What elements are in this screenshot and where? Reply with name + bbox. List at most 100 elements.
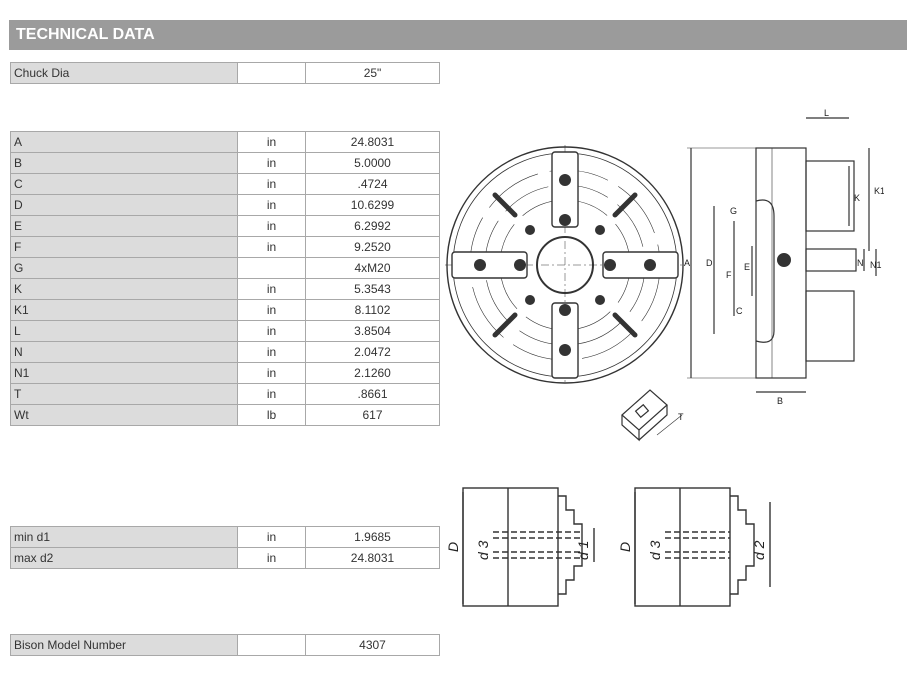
row-value: 2.1260 bbox=[305, 362, 440, 384]
dim-label-L: L bbox=[824, 108, 829, 118]
row-value: 4307 bbox=[305, 634, 440, 656]
row-value: 3.8504 bbox=[305, 320, 440, 342]
table-row: Bison Model Number 4307 bbox=[10, 634, 440, 656]
row-unit bbox=[237, 62, 306, 84]
row-unit: in bbox=[237, 131, 306, 153]
row-label: Wt bbox=[10, 404, 238, 426]
dim-label-F: F bbox=[726, 270, 732, 280]
row-value: 10.6299 bbox=[305, 194, 440, 216]
row-label: min d1 bbox=[10, 526, 238, 548]
row-label: L bbox=[10, 320, 238, 342]
row-label: G bbox=[10, 257, 238, 279]
dim-label-N: N bbox=[857, 258, 864, 268]
row-label: D bbox=[10, 194, 238, 216]
row-label: Bison Model Number bbox=[10, 634, 238, 656]
row-unit: in bbox=[237, 383, 306, 405]
row-unit: lb bbox=[237, 404, 306, 426]
row-label: K bbox=[10, 278, 238, 300]
dim-label-d1: d 1 bbox=[575, 541, 591, 560]
row-value: 5.3543 bbox=[305, 278, 440, 300]
dim-label-d2: d 2 bbox=[751, 540, 767, 560]
row-label: T bbox=[10, 383, 238, 405]
row-unit bbox=[237, 257, 306, 279]
chuck-front-view-drawing bbox=[445, 145, 685, 385]
row-label: max d2 bbox=[10, 547, 238, 569]
section-header: TECHNICAL DATA bbox=[9, 20, 907, 50]
chuck-dia-table: Chuck Dia 25" bbox=[10, 62, 440, 84]
row-unit: in bbox=[237, 194, 306, 216]
row-label: E bbox=[10, 215, 238, 237]
row-unit: in bbox=[237, 362, 306, 384]
row-value: 2.0472 bbox=[305, 341, 440, 363]
row-value: 1.9685 bbox=[305, 526, 440, 548]
row-unit: in bbox=[237, 320, 306, 342]
row-value: 24.8031 bbox=[305, 547, 440, 569]
dim-label-D: D bbox=[706, 258, 713, 268]
jaw-detail-drawing: T bbox=[621, 389, 684, 442]
dim-label-B: B bbox=[777, 396, 783, 406]
dim-label-d3: d 3 bbox=[475, 540, 491, 560]
row-unit: in bbox=[237, 299, 306, 321]
dim-label-N1: N1 bbox=[870, 260, 882, 270]
row-value: 25" bbox=[305, 62, 440, 84]
row-label: N1 bbox=[10, 362, 238, 384]
table-row: G 4xM20 bbox=[10, 257, 440, 279]
dim-label-K1: K1 bbox=[874, 186, 884, 196]
row-unit: in bbox=[237, 547, 306, 569]
row-value: 9.2520 bbox=[305, 236, 440, 258]
dim-label-K: K bbox=[854, 193, 860, 203]
row-unit: in bbox=[237, 278, 306, 300]
row-label: K1 bbox=[10, 299, 238, 321]
row-value: 5.0000 bbox=[305, 152, 440, 174]
dim-label-A: A bbox=[684, 258, 690, 268]
bore-d2-drawing: D d 3 d 2 bbox=[620, 487, 771, 607]
row-label: Chuck Dia bbox=[10, 62, 238, 84]
row-unit: in bbox=[237, 526, 306, 548]
row-unit: in bbox=[237, 152, 306, 174]
chuck-side-view-drawing: L K1 K A D F G E C N N1 B bbox=[684, 108, 884, 406]
dim-label-C: C bbox=[736, 306, 743, 316]
row-unit: in bbox=[237, 215, 306, 237]
model-table: Bison Model Number 4307 bbox=[10, 634, 440, 656]
row-value: 6.2992 bbox=[305, 215, 440, 237]
row-unit: in bbox=[237, 173, 306, 195]
row-unit bbox=[237, 634, 306, 656]
dim-label-G: G bbox=[730, 206, 737, 216]
row-unit: in bbox=[237, 341, 306, 363]
section-title: TECHNICAL DATA bbox=[16, 26, 155, 43]
dim-label-d3: d 3 bbox=[647, 540, 663, 560]
row-label: A bbox=[10, 131, 238, 153]
dim-label-T: T bbox=[678, 412, 684, 422]
dim-label-D: D bbox=[620, 542, 633, 552]
dim-label-D: D bbox=[448, 542, 461, 552]
dim-label-E: E bbox=[744, 262, 750, 272]
row-unit: in bbox=[237, 236, 306, 258]
row-label: N bbox=[10, 341, 238, 363]
row-label: F bbox=[10, 236, 238, 258]
table-row: Chuck Dia 25" bbox=[10, 62, 440, 84]
row-value: 8.1102 bbox=[305, 299, 440, 321]
row-value: 617 bbox=[305, 404, 440, 426]
row-value: 4xM20 bbox=[305, 257, 440, 279]
row-value: .8661 bbox=[305, 383, 440, 405]
row-value: .4724 bbox=[305, 173, 440, 195]
row-label: C bbox=[10, 173, 238, 195]
bore-d1-drawing: D d 3 d 1 bbox=[448, 487, 595, 607]
